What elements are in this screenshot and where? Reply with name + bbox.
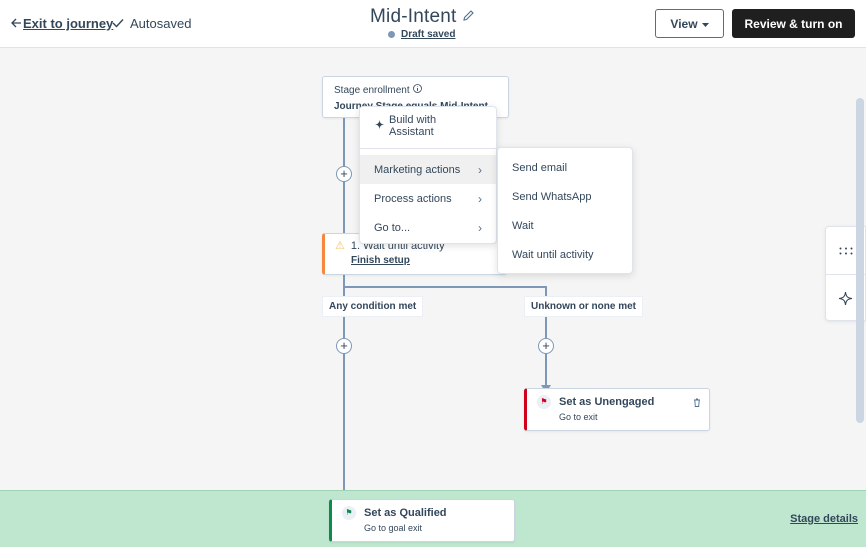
submenu-item-send-whatsapp[interactable]: Send WhatsApp [512, 190, 592, 203]
chevron-right-icon: › [478, 220, 482, 235]
flag-icon: ⚑ [537, 395, 551, 409]
trash-icon[interactable] [693, 398, 701, 409]
build-with-assistant-label: Build with Assistant [389, 114, 437, 138]
title-text: Mid-Intent [370, 6, 457, 27]
submenu-item-wait-until-activity[interactable]: Wait until activity [512, 248, 594, 261]
add-step-button[interactable]: + [336, 166, 352, 182]
menu-divider [360, 148, 496, 149]
marketing-actions-submenu: Send email Send WhatsApp Wait Wait until… [497, 147, 633, 274]
arrow-left-icon [11, 16, 22, 31]
connector-line [545, 286, 547, 386]
sparkle-icon [374, 119, 385, 133]
autosave-label: Autosaved [130, 16, 192, 31]
add-action-menu: Build with Assistant Marketing actions ›… [359, 106, 497, 244]
autosave-status: Autosaved [112, 16, 191, 31]
branch-label-any: Any condition met [322, 296, 424, 317]
canvas-scrollbar[interactable] [856, 98, 864, 423]
menu-item-process-actions[interactable]: Process actions › [360, 184, 496, 213]
top-bar: Exit to journey Autosaved Mid-Intent Dra… [0, 0, 866, 48]
chevron-right-icon: › [478, 162, 482, 177]
stage-details-link[interactable]: Stage details [790, 513, 858, 525]
unengaged-title: Set as Unengaged [559, 396, 655, 408]
sparkle-icon[interactable] [826, 274, 865, 321]
enrollment-label: Stage enrollment [334, 84, 410, 96]
grid-icon[interactable] [826, 227, 865, 274]
review-and-turn-on-button[interactable]: Review & turn on [732, 9, 855, 38]
flag-icon: ⚑ [342, 506, 356, 520]
exit-to-journey-link[interactable]: Exit to journey [11, 16, 113, 31]
unengaged-subtitle: Go to exit [559, 412, 598, 422]
check-icon [112, 16, 124, 31]
menu-item-label: Process actions [374, 192, 452, 205]
chevron-right-icon: › [478, 191, 482, 206]
status-dot-icon [388, 31, 395, 38]
draft-status-link[interactable]: Draft saved [401, 29, 456, 40]
add-step-button[interactable]: + [336, 338, 352, 354]
set-as-qualified-card[interactable]: ⚑ Set as Qualified Go to goal exit [329, 499, 515, 542]
menu-item-go-to[interactable]: Go to... › [360, 213, 496, 242]
page-title: Mid-Intent [370, 6, 475, 28]
menu-item-marketing-actions[interactable]: Marketing actions › [360, 155, 496, 184]
set-as-unengaged-card[interactable]: ⚑ Set as Unengaged Go to exit [524, 388, 710, 431]
branch-label-none: Unknown or none met [524, 296, 643, 317]
view-button[interactable]: View [655, 9, 724, 38]
view-button-label: View [670, 16, 698, 31]
menu-item-label: Go to... [374, 221, 411, 234]
submenu-item-send-email[interactable]: Send email [512, 161, 568, 174]
warning-icon: ⚠ [335, 240, 345, 252]
add-step-button[interactable]: + [538, 338, 554, 354]
info-icon [412, 84, 422, 96]
caret-down-icon [701, 17, 709, 31]
build-with-assistant-item[interactable]: Build with Assistant [360, 107, 496, 145]
qualified-subtitle: Go to goal exit [364, 523, 423, 533]
enrollment-label-row: Stage enrollment [334, 84, 497, 96]
draft-status: Draft saved [388, 29, 455, 40]
exit-link-label: Exit to journey [23, 16, 114, 31]
connector-line [343, 286, 547, 288]
connector-line [343, 275, 345, 490]
finish-setup-link[interactable]: Finish setup [351, 255, 410, 266]
submenu-item-wait[interactable]: Wait [512, 219, 534, 232]
menu-item-label: Marketing actions [374, 163, 461, 176]
pencil-icon[interactable] [462, 6, 475, 28]
qualified-title: Set as Qualified [364, 507, 447, 519]
